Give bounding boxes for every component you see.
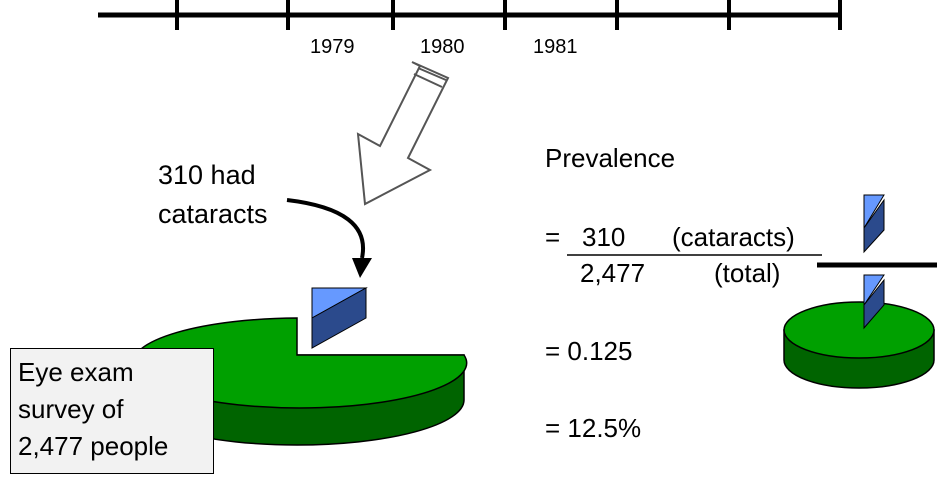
formula-equals: = xyxy=(545,222,561,252)
year-label-1980: 1980 xyxy=(420,36,465,58)
formula-denominator-label: (total) xyxy=(714,258,781,288)
formula-denominator: 2,477 xyxy=(580,258,646,288)
callout-arrow xyxy=(286,198,372,278)
ratio-pie-slice-top xyxy=(863,274,885,307)
ratio-slice-top xyxy=(863,194,885,230)
survey-label-box xyxy=(10,348,214,474)
year-label-1981: 1981 xyxy=(533,36,578,58)
ratio-pie-slice-side xyxy=(863,278,885,330)
ratio-slice-side xyxy=(863,198,885,254)
formula-numerator: 310 xyxy=(582,222,626,252)
ratio-pie-top xyxy=(783,301,935,359)
formula-title: Prevalence xyxy=(545,143,676,173)
survey-label: Eye exam survey of 2,477 people xyxy=(18,354,218,465)
survey-line-1: Eye exam xyxy=(18,357,134,387)
callout-line-2: cataracts xyxy=(158,199,268,229)
timeline xyxy=(98,0,842,30)
survey-line-2: survey of xyxy=(18,394,124,424)
callout-line-1: 310 had xyxy=(158,160,256,190)
formula-numerator-label: (cataracts) xyxy=(672,222,795,252)
time-point-arrow xyxy=(356,61,450,206)
slice-cataract-side xyxy=(311,287,367,349)
survey-line-3: 2,477 people xyxy=(18,431,169,461)
year-label-1979: 1979 xyxy=(310,36,355,58)
formula-result-decimal: = 0.125 xyxy=(545,336,633,366)
ratio-illustration xyxy=(783,194,937,389)
formula-result-percent: = 12.5% xyxy=(545,413,642,443)
